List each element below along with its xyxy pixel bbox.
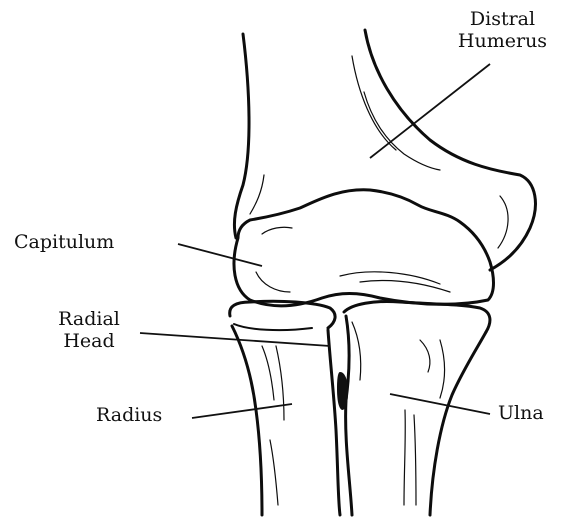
label-capitulum: Capitulum: [14, 231, 114, 253]
label-distal-humerus-line2: Humerus: [440, 30, 565, 52]
distal-humerus: [234, 30, 535, 270]
label-radial-head-line1: Radial: [44, 308, 134, 330]
leader-distal-humerus: [370, 64, 490, 158]
radius-bone: [230, 301, 340, 515]
label-ulna: Ulna: [498, 402, 544, 424]
label-radial-head: Radial Head: [44, 308, 134, 352]
label-radial-head-line2: Head: [44, 330, 134, 352]
leader-radius: [192, 404, 292, 418]
label-distal-humerus: Distral Humerus: [440, 8, 565, 52]
capitulum: [234, 190, 494, 306]
label-radius: Radius: [96, 404, 162, 426]
label-distal-humerus-line1: Distral: [440, 8, 565, 30]
leader-capitulum: [178, 244, 262, 266]
interosseous-notch: [337, 372, 348, 410]
ulna-bone: [337, 301, 490, 515]
